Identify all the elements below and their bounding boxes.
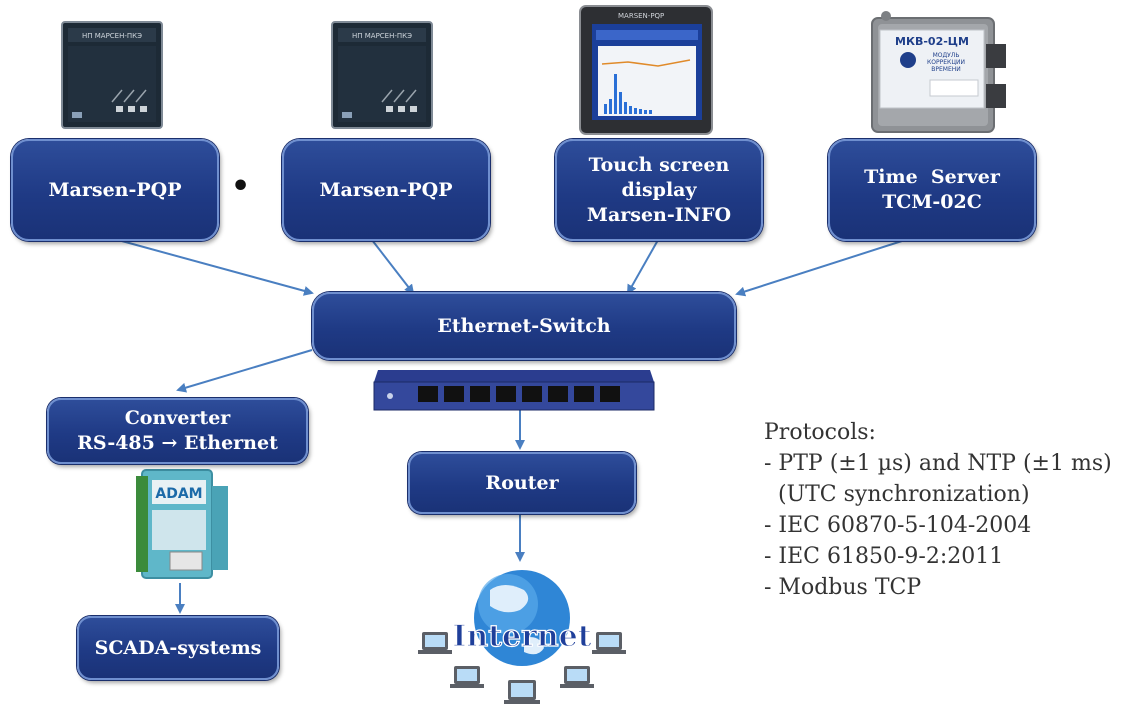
- power-quality-meter-image-2: НП МАРСЕН-ПКЭ: [331, 21, 433, 129]
- marsen-pqp-node-1: Marsen-PQP: [11, 139, 219, 241]
- router-label: Router: [485, 471, 559, 494]
- protocol-item-1: - PTP (±1 µs) and NTP (±1 ms): [764, 451, 1112, 476]
- internet-label: Internet: [452, 619, 591, 654]
- time-module-sub-3: ВРЕМЕНИ: [931, 66, 961, 73]
- meter-2-label: НП МАРСЕН-ПКЭ: [352, 32, 412, 40]
- touch-display-image: MARSEN-PQP: [579, 5, 713, 135]
- converter-line-2: RS-485 → Ethernet: [77, 432, 278, 454]
- time-module-sub-2: КОРРЕКЦИИ: [927, 59, 965, 66]
- arrow-switch-to-converter: [176, 349, 313, 393]
- protocol-item-2: (UTC synchronization): [764, 482, 1030, 507]
- ethernet-switch-node: Ethernet-Switch: [312, 292, 736, 360]
- time-module-sub-1: МОДУЛЬ: [933, 52, 960, 59]
- power-quality-meter-image-1: НП МАРСЕН-ПКЭ: [61, 21, 163, 129]
- marsen-pqp-node-2: Marsen-PQP: [282, 139, 490, 241]
- time-server-line-1: Time Server: [864, 166, 1000, 188]
- arrow-timeserver-to-switch: [735, 239, 906, 297]
- protocol-item-4: - IEC 61850-9-2:2011: [764, 544, 1004, 569]
- time-server-module-image: МКВ-02-ЦМ МОДУЛЬ КОРРЕКЦИИ ВРЕМЕНИ: [871, 11, 1006, 133]
- time-server-line-2: TCM-02C: [882, 191, 982, 213]
- time-server-node: Time Server TCM-02C: [828, 139, 1036, 241]
- protocols-title: Protocols:: [764, 420, 876, 445]
- touch-display-node: Touch screen display Marsen-INFO: [555, 139, 763, 241]
- protocol-item-3: - IEC 60870-5-104-2004: [764, 513, 1032, 538]
- adam-module-image: ADAM: [136, 469, 228, 579]
- router-node: Router: [408, 452, 636, 514]
- arrow-pqp2-to-switch: [371, 239, 415, 295]
- ethernet-switch-label: Ethernet-Switch: [437, 314, 611, 337]
- meter-1-label: НП МАРСЕН-ПКЭ: [82, 32, 142, 40]
- scada-label: SCADA-systems: [94, 636, 262, 659]
- adam-label: ADAM: [155, 486, 202, 502]
- converter-line-1: Converter: [124, 407, 231, 429]
- marsen-pqp-1-label: Marsen-PQP: [48, 178, 182, 201]
- marsen-pqp-2-label: Marsen-PQP: [319, 178, 453, 201]
- arrow-display-to-switch: [627, 239, 659, 295]
- ethernet-hub-image: [373, 370, 655, 411]
- scada-node: SCADA-systems: [77, 616, 279, 680]
- protocol-item-5: - Modbus TCP: [764, 575, 922, 600]
- touch-display-line-1: Touch screen: [588, 153, 730, 176]
- touch-display-line-3: Marsen-INFO: [586, 203, 732, 226]
- time-module-label: МКВ-02-ЦМ: [895, 35, 969, 48]
- touch-display-line-2: display: [621, 178, 697, 201]
- protocols-list: Protocols: - PTP (±1 µs) and NTP (±1 ms)…: [764, 417, 1112, 603]
- converter-node: Converter RS-485 → Ethernet: [47, 398, 308, 464]
- internet-globe-image: Internet: [418, 570, 626, 704]
- display-label: MARSEN-PQP: [618, 12, 664, 20]
- arrow-pqp1-to-switch: [117, 239, 314, 296]
